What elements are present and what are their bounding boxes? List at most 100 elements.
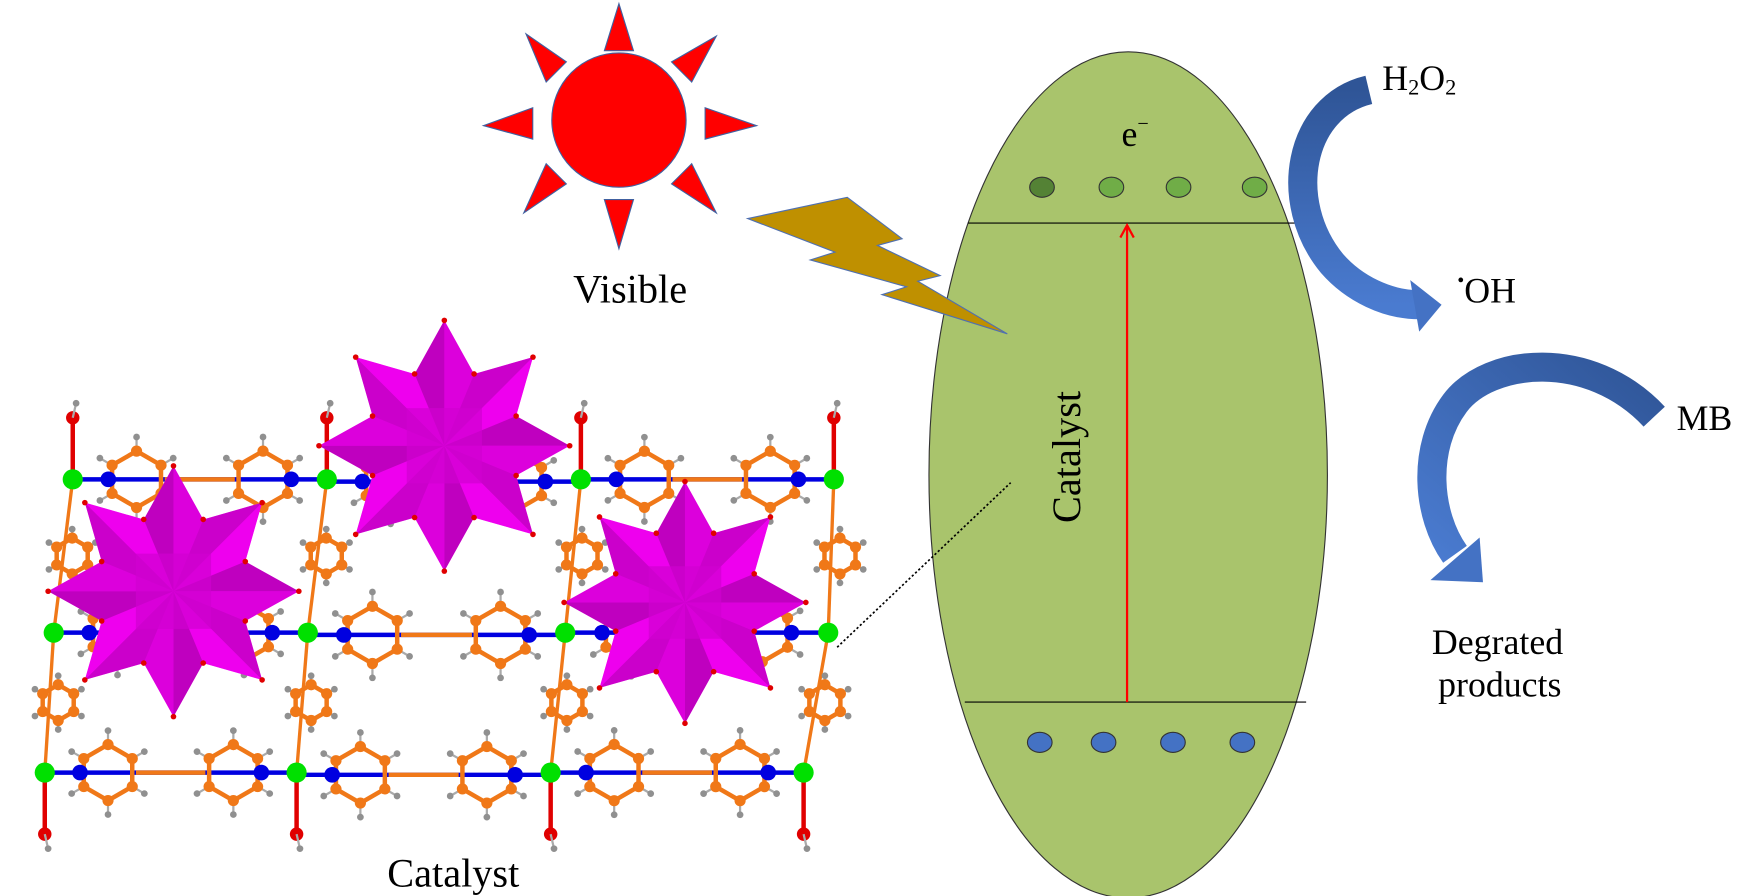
hydrogen-atom — [114, 671, 121, 679]
nitrogen-atom — [790, 471, 807, 488]
hydrogen-atom — [700, 790, 707, 798]
hydrogen-atom — [859, 539, 867, 546]
hydrogen-atom — [833, 399, 841, 407]
carbon-atom — [818, 559, 831, 571]
hydrogen-atom — [96, 497, 104, 504]
hydrogen-atom — [346, 539, 353, 546]
carbon-atom — [305, 714, 317, 727]
nitrogen-atom — [335, 627, 352, 643]
hydrogen-atom — [326, 399, 334, 407]
oxygen-atom — [561, 599, 567, 606]
hydrogen-atom — [601, 566, 609, 573]
hydrogen-atom — [730, 497, 738, 504]
carbon-atom — [789, 459, 801, 471]
hydrogen-atom — [331, 712, 338, 720]
carbon-atom — [321, 705, 333, 718]
lightning-bolt-icon — [745, 196, 1008, 335]
hydrogen-atom — [586, 685, 594, 693]
carbon-atom — [734, 795, 746, 807]
carbon-atom — [262, 641, 275, 653]
carbon-atom — [561, 679, 573, 691]
hydrogen-atom — [140, 748, 148, 755]
bond — [801, 632, 830, 773]
hydrogen-atom — [736, 727, 744, 734]
nitrogen-atom — [521, 627, 538, 643]
nitrogen-atom — [264, 624, 281, 641]
carbon-atom — [281, 487, 294, 500]
carbon-atom — [336, 541, 348, 553]
carbon-atom — [102, 794, 114, 807]
hydrogen-atom — [604, 497, 612, 504]
nitrogen-atom — [537, 473, 554, 490]
carbon-atom — [632, 781, 645, 793]
carbon-atom — [379, 755, 391, 767]
hydrogen-atom — [555, 539, 563, 546]
hydrogen-atom — [331, 685, 338, 693]
carbon-atom — [354, 740, 366, 753]
hydrogen-atom — [346, 566, 353, 573]
carbon-atom — [600, 641, 612, 653]
carbon-atom — [232, 487, 245, 500]
hydrogen-atom — [331, 653, 339, 660]
catalyst-particle: e− Catalyst — [928, 51, 1328, 896]
hydrogen-atom — [520, 792, 527, 800]
degraded-products-line2: products — [1438, 664, 1561, 704]
nitrogen-atom — [578, 764, 594, 781]
carbon-atom — [576, 688, 588, 700]
hydrogen-atom — [574, 748, 582, 755]
carbon-atom — [591, 541, 604, 553]
oxygen-atom — [682, 720, 688, 727]
carbon-atom — [545, 705, 557, 718]
carbon-atom — [290, 688, 302, 700]
hydrogen-atom — [550, 499, 558, 507]
hydrogen-atom — [578, 579, 586, 587]
carbon-atom — [849, 541, 862, 553]
h2o2-label: H2O2 — [1382, 58, 1456, 99]
carbon-atom — [354, 797, 366, 809]
hydrogen-atom — [813, 539, 821, 546]
hydrogen-atom — [647, 748, 655, 755]
carbon-atom — [481, 740, 493, 753]
hydrogen-atom — [534, 653, 542, 660]
nitrogen-atom — [354, 473, 371, 490]
carbon-atom — [576, 705, 588, 718]
hydrogen-atom — [45, 566, 53, 573]
carbon-atom — [320, 568, 332, 580]
carbon-atom — [470, 615, 482, 627]
hydrogen-atom — [350, 499, 358, 507]
hole-dot — [1160, 731, 1186, 753]
hydrogen-atom — [296, 497, 304, 504]
oxygen-atom — [803, 599, 809, 606]
hydrogen-atom — [193, 748, 201, 755]
hydrogen-atom — [68, 790, 76, 797]
hydrogen-atom — [497, 588, 504, 596]
carbon-atom — [638, 501, 650, 514]
electron-dot — [1241, 176, 1268, 198]
copper-atom — [34, 762, 55, 783]
hydrogen-atom — [736, 811, 744, 819]
catalyst-crystal-structure — [31, 317, 867, 853]
oxygen-atom — [369, 413, 376, 419]
hydrogen-atom — [446, 750, 454, 758]
oxygen-atom — [352, 354, 359, 360]
oxygen-atom — [170, 713, 177, 720]
oxygen-atom — [751, 628, 758, 634]
carbon-atom — [560, 559, 573, 571]
hydrogen-atom — [369, 588, 376, 596]
carbon-atom — [257, 445, 269, 457]
hydrogen-atom — [580, 399, 588, 407]
carbon-atom — [66, 532, 78, 544]
oxygen-atom — [242, 618, 249, 624]
carbon-atom — [834, 568, 846, 580]
hole-dot — [1090, 731, 1117, 753]
hydrogen-atom — [641, 518, 648, 525]
carbon-atom — [305, 679, 317, 691]
nitrogen-atom — [253, 764, 270, 781]
pom-facet — [648, 566, 722, 639]
hydrogen-atom — [677, 454, 685, 462]
hydrogen-atom — [222, 497, 230, 504]
carbon-atom — [342, 615, 354, 627]
hydrogen-atom — [534, 610, 542, 617]
oxygen-atom — [170, 463, 177, 469]
